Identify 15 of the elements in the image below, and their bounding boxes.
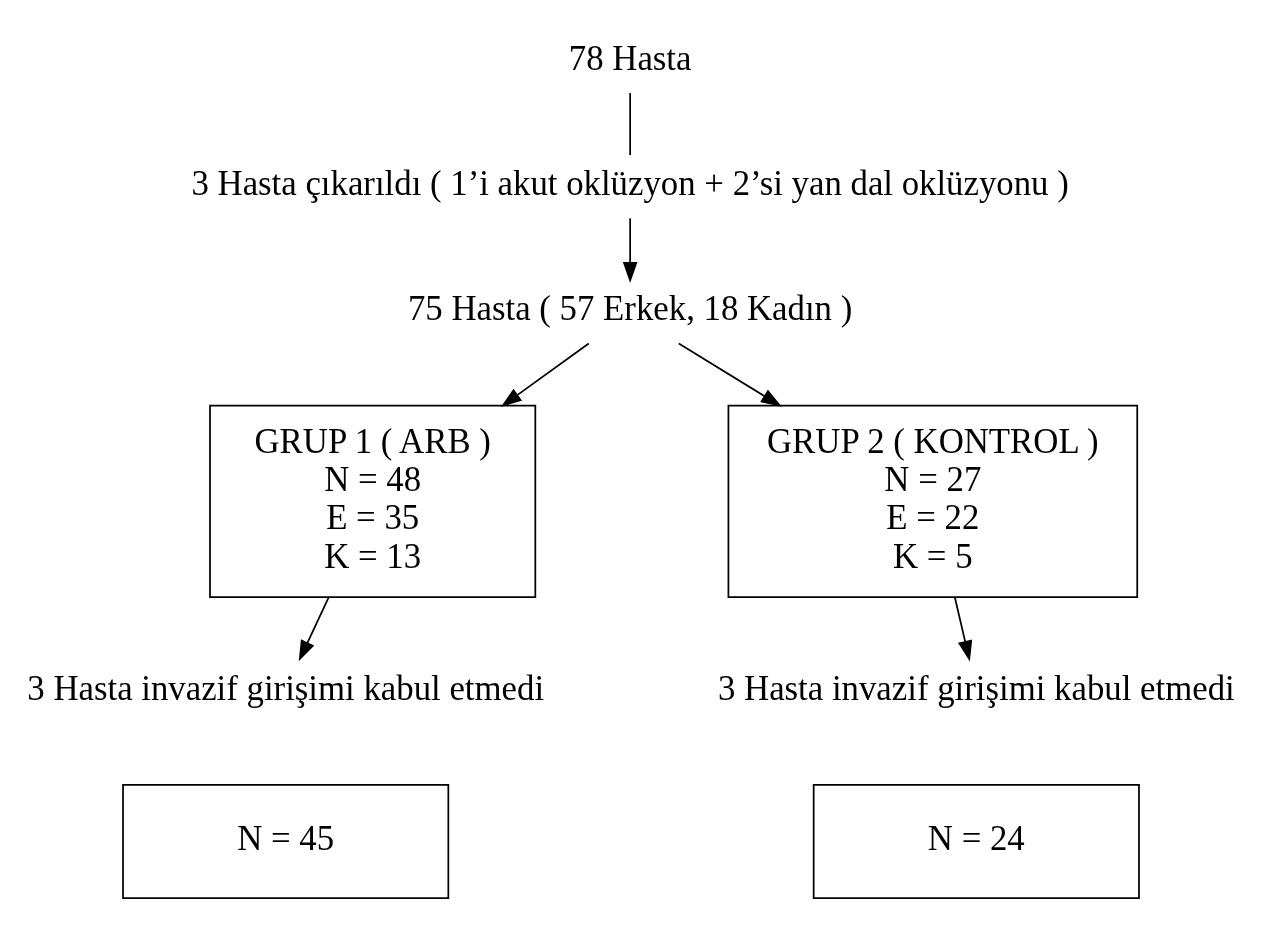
arrow	[298, 595, 330, 661]
node-text: 3 Hasta çıkarıldı ( 1’i akut oklüzyon + 2’si yan dal oklüzyonu )	[191, 163, 1069, 203]
arrow	[500, 342, 590, 407]
arrow	[953, 595, 973, 662]
node-box: GRUP 2 ( KONTROL ) N = 27 E = 22 K = 5	[727, 404, 1139, 598]
node-box: N = 45	[122, 783, 450, 899]
node-text: 3 Hasta invazif girişimi kabul etmedi	[717, 668, 1235, 708]
node-text: 3 Hasta invazif girişimi kabul etmedi	[27, 668, 545, 708]
node-box: GRUP 1 ( ARB ) N = 48 E = 35 K = 13	[209, 404, 537, 598]
arrow	[677, 342, 782, 407]
connector	[629, 91, 631, 156]
node-text: 78 Hasta	[568, 38, 692, 78]
node-box: N = 24	[812, 783, 1140, 899]
arrow	[622, 217, 638, 283]
node-text: 75 Hasta ( 57 Erkek, 18 Kadın )	[407, 288, 853, 328]
